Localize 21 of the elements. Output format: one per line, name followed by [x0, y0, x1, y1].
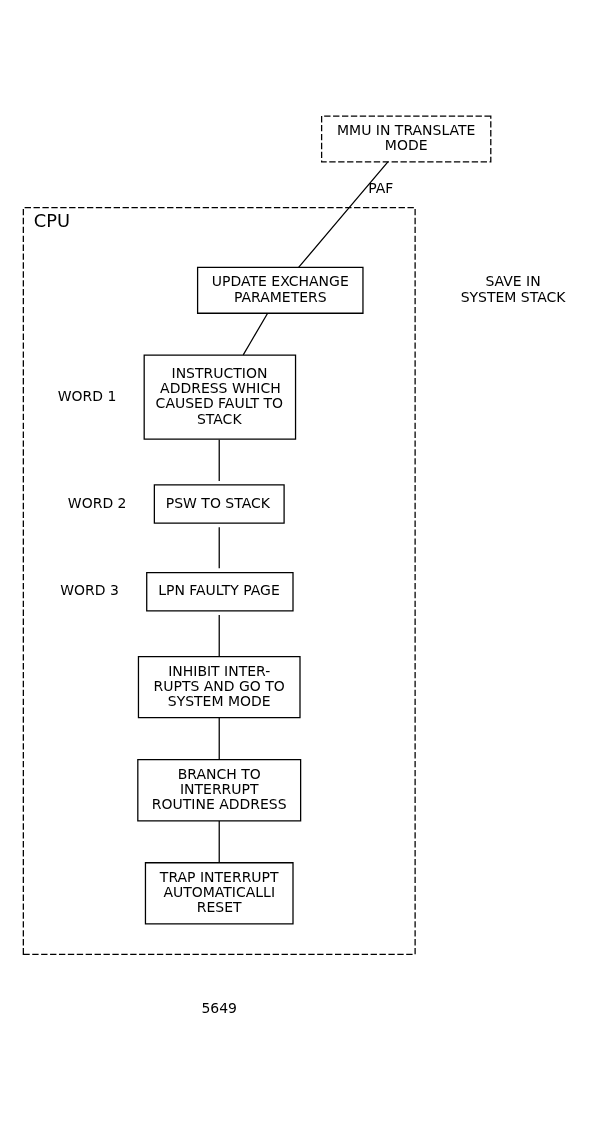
connector	[297, 161, 389, 269]
connector	[242, 313, 268, 356]
node-label: WORD 1	[57, 387, 117, 404]
node-label: WORD 3	[60, 582, 119, 599]
connector	[218, 614, 220, 657]
connector	[218, 717, 220, 761]
node-box: MMU IN TRANSLATE MODE	[321, 115, 492, 163]
node-box: INSTRUCTION ADDRESS WHICH CAUSED FAULT TO STACK	[143, 354, 297, 440]
node-box: UPDATE EXCHANGE PARAMETERS	[196, 266, 364, 314]
node-box: PSW TO STACK	[153, 484, 285, 524]
node-box: BRANCH TO INTERRUPT ROUTINE ADDRESS	[137, 759, 302, 822]
connector	[218, 820, 220, 864]
node-box: LPN FAULTY PAGE	[146, 572, 294, 612]
node-label: WORD 2	[67, 494, 127, 511]
node-box: INHIBIT INTER- RUPTS AND GO TO SYSTEM MODE	[137, 656, 301, 719]
edge-label: PAF	[368, 180, 394, 197]
connector	[218, 526, 220, 569]
connector	[218, 439, 220, 482]
label: 5649	[201, 999, 238, 1016]
label: SAVE IN SYSTEM STACK	[460, 273, 566, 305]
node-box: TRAP INTERRUPT AUTOMATICALLI RESET	[144, 862, 294, 925]
